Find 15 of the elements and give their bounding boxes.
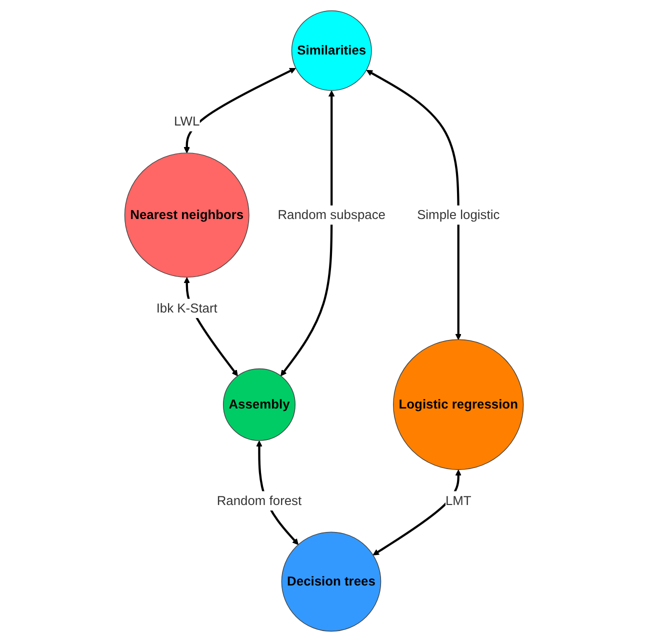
edge-label: Simple logistic xyxy=(417,207,500,222)
node-circle: Decision trees xyxy=(281,531,382,632)
node-circle: Nearest neighbors xyxy=(124,152,250,278)
arrow xyxy=(184,67,296,153)
arrow xyxy=(366,69,462,340)
edge-label: Ibk K-Start xyxy=(156,300,218,315)
arrow xyxy=(280,90,335,376)
edge-label: Random subspace xyxy=(278,207,386,222)
node-circle: Logistic regression xyxy=(392,338,524,470)
node-circle: Similarities xyxy=(291,10,372,90)
edge-label: Random forest xyxy=(216,492,302,508)
arrow xyxy=(372,469,462,555)
edge-label: LWL xyxy=(174,114,200,128)
node-circle: Assembly xyxy=(222,368,296,440)
edge-label: LMT xyxy=(445,492,472,508)
